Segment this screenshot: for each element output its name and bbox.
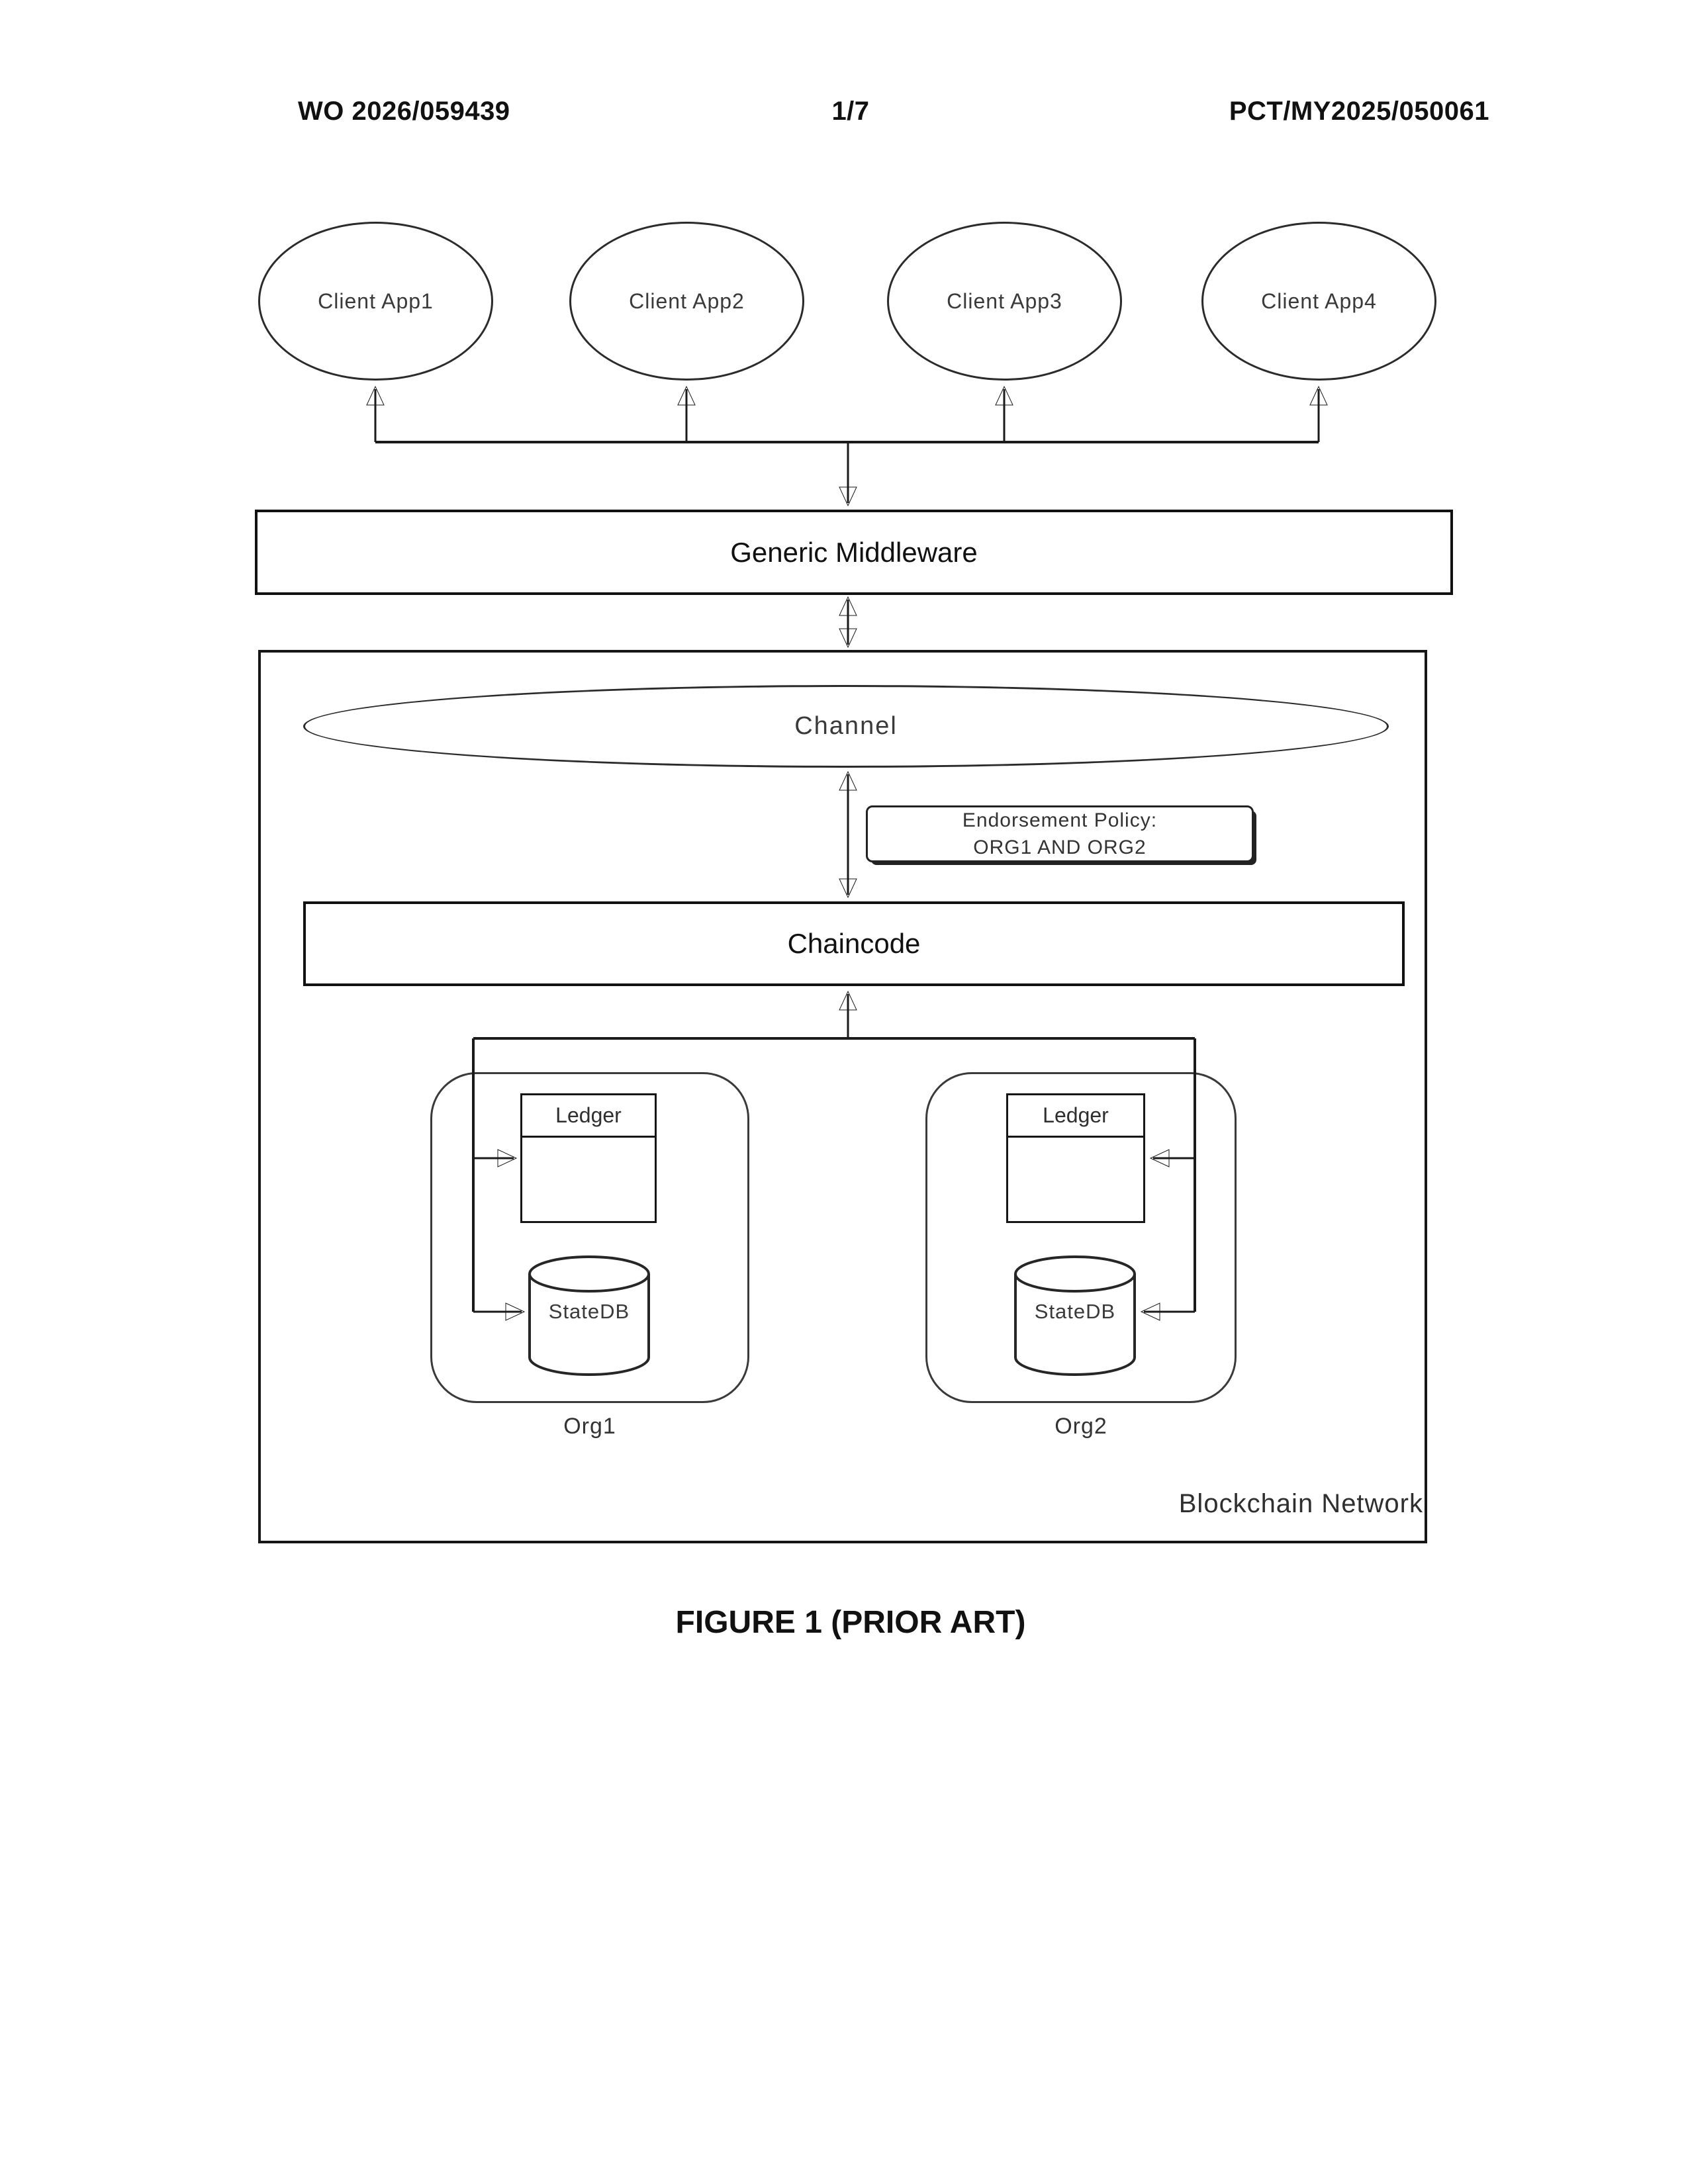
application-number: PCT/MY2025/050061 — [1229, 97, 1489, 126]
blockchain-network-box — [258, 650, 1427, 1543]
channel-label: Channel — [794, 712, 898, 740]
chaincode-label: Chaincode — [787, 928, 921, 959]
client-app2-node: Client App2 — [569, 222, 804, 381]
org1-ledger-header: Ledger — [522, 1095, 655, 1138]
client-fanout-connector — [366, 385, 1328, 507]
client-app3-node: Client App3 — [887, 222, 1122, 381]
client-app4-node: Client App4 — [1201, 222, 1436, 381]
database-cylinder-icon — [1014, 1255, 1136, 1376]
sheet-page-number: 1/7 — [831, 97, 870, 126]
database-cylinder-icon — [528, 1255, 650, 1376]
generic-middleware-box: Generic Middleware — [255, 510, 1453, 595]
org1-ledger-box: Ledger — [520, 1093, 657, 1223]
org1-statedb-cylinder: StateDB — [527, 1254, 651, 1377]
org1-label: Org1 — [563, 1414, 616, 1439]
generic-middleware-label: Generic Middleware — [730, 536, 978, 568]
org2-statedb-cylinder: StateDB — [1013, 1254, 1137, 1377]
endorsement-policy-box: Endorsement Policy: ORG1 AND ORG2 — [866, 805, 1254, 862]
client-app2-label: Client App2 — [629, 289, 745, 313]
org2-ledger-header: Ledger — [1008, 1095, 1143, 1138]
org2-ledger-box: Ledger — [1006, 1093, 1145, 1223]
client-app1-label: Client App1 — [318, 289, 434, 313]
client-app4-label: Client App4 — [1261, 289, 1377, 313]
channel-node: Channel — [303, 685, 1389, 768]
chaincode-box: Chaincode — [303, 901, 1405, 986]
publication-number: WO 2026/059439 — [298, 97, 510, 126]
org1-ledger-label: Ledger — [555, 1103, 622, 1127]
client-app3-label: Client App3 — [947, 289, 1062, 313]
org2-statedb-label: StateDB — [1034, 1300, 1116, 1323]
blockchain-network-label: Blockchain Network — [1178, 1489, 1423, 1518]
client-app1-node: Client App1 — [258, 222, 493, 381]
endorsement-policy-title: Endorsement Policy: — [962, 809, 1158, 831]
org1-statedb-label: StateDB — [548, 1300, 630, 1323]
org2-label: Org2 — [1055, 1414, 1107, 1439]
figure-caption: FIGURE 1 (PRIOR ART) — [675, 1605, 1026, 1640]
org2-ledger-label: Ledger — [1043, 1103, 1109, 1127]
endorsement-policy-rule: ORG1 AND ORG2 — [973, 837, 1147, 858]
